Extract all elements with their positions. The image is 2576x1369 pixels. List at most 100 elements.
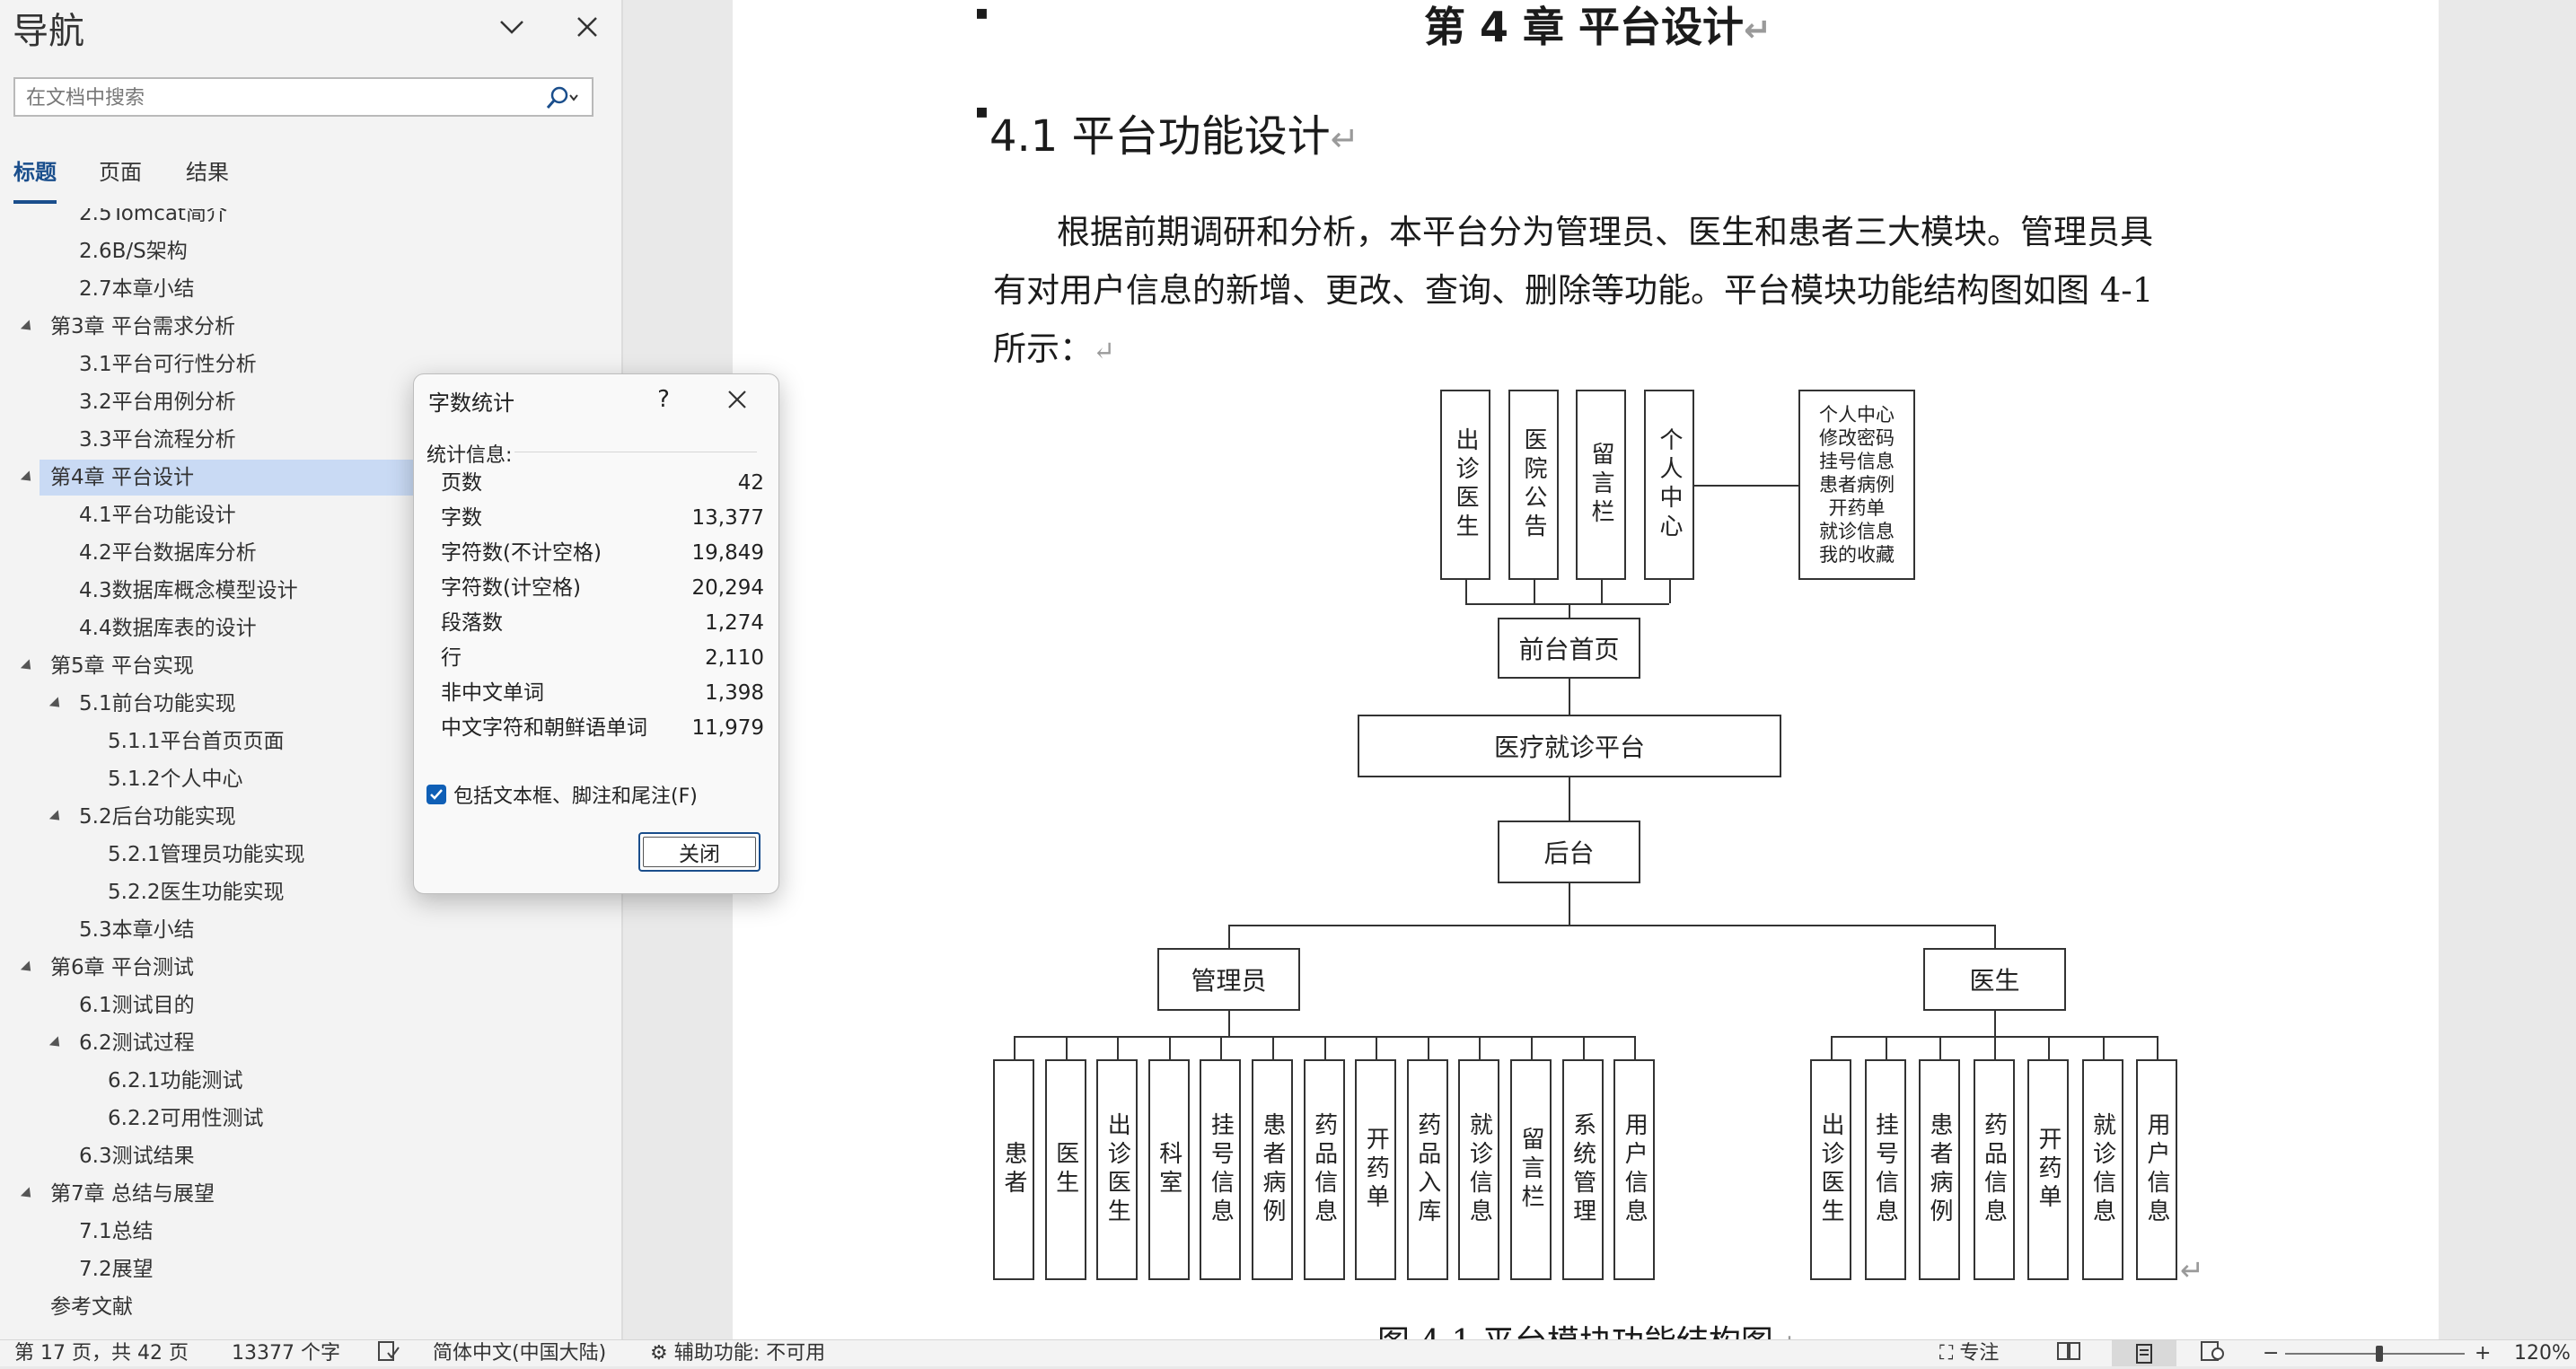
connector-line [1220,1036,1223,1059]
include-textboxes-checkbox[interactable]: 包括文本框、脚注和尾注(F) [426,777,698,812]
outline-item[interactable]: 4.2平台数据库分析 [79,541,257,565]
outline-item[interactable]: 5.1.1平台首页页面 [108,730,285,753]
document-page[interactable]: ▪ 第 4 章 平台设计↵ ▪ 4.1 平台功能设计↵ 根据前期调研和分析，本平… [733,0,2439,1339]
proofing-icon[interactable] [377,1340,400,1366]
zoom-slider-track[interactable] [2285,1353,2465,1355]
admin-function-box: 患者 [993,1059,1034,1280]
outline-item[interactable]: 5.1前台功能实现 [79,692,236,715]
doctor-box: 医生 [1923,948,2066,1011]
connector-line [1601,580,1603,603]
outline-item[interactable]: 5.2.2医生功能实现 [108,881,285,904]
outline-item[interactable]: 6.2.2可用性测试 [108,1107,264,1130]
connector-line [1168,1036,1171,1059]
read-mode-icon[interactable] [2056,1340,2081,1366]
outline-item[interactable]: 5.3本章小结 [79,918,195,942]
admin-function-box: 药品入库 [1406,1059,1448,1280]
close-button[interactable]: 关闭 [638,832,760,872]
language-indicator[interactable]: 简体中文(中国大陆) [433,1342,607,1365]
nav-options-chevron-icon[interactable] [492,7,532,47]
focus-mode[interactable]: ⛶ 专注 [1939,1342,2000,1365]
outline-item[interactable]: 第5章 平台实现 [50,654,194,678]
outline-item[interactable]: 3.3平台流程分析 [79,428,236,452]
tab-headings[interactable]: 标题 [13,160,57,185]
outline-item[interactable]: 2.7本章小结 [79,277,195,301]
outline-item[interactable]: 第7章 总结与展望 [50,1182,215,1206]
connector-line [1228,925,1230,948]
outline-item[interactable]: 第3章 平台需求分析 [50,315,235,338]
connector-line [1569,883,1570,925]
paragraph-return-mark: ↵ [2180,1253,2204,1287]
outline-item[interactable]: 5.2后台功能实现 [79,805,236,829]
outline-item[interactable]: 5.1.2个人中心 [108,768,243,791]
outline-item[interactable]: 6.2测试过程 [79,1031,195,1055]
search-input[interactable] [24,81,540,115]
stat-value: 20,294 [691,576,764,600]
connector-line [1569,603,1570,618]
outline-item[interactable]: 2.6B/S架构 [79,240,188,263]
outline-item[interactable]: 7.2展望 [79,1258,154,1281]
admin-function-box: 药品信息 [1303,1059,1345,1280]
connector-line [1479,1036,1481,1059]
web-layout-icon[interactable] [2200,1340,2225,1366]
connector-line [1323,1036,1326,1059]
stat-label: 非中文单词 [441,681,544,705]
stat-value: 13,377 [691,506,764,530]
outline-item[interactable]: 5.2.1管理员功能实现 [108,843,305,866]
page-count[interactable]: 第 17 页，共 42 页 [14,1342,189,1365]
connector-line [2048,1036,2050,1059]
tab-pages[interactable]: 页面 [99,160,142,185]
connector-line [1228,1011,1230,1036]
outline-item[interactable]: 2.5Tomcat简介 [79,208,227,225]
stat-value: 11,979 [691,716,764,740]
outline-item[interactable]: 第6章 平台测试 [50,956,194,979]
outline-item[interactable]: 3.2平台用例分析 [79,391,236,414]
stat-row: 字符数(不计空格)19,849 [441,536,764,570]
admin-function-box: 就诊信息 [1458,1059,1500,1280]
nav-close-icon[interactable] [567,7,607,47]
outline-item[interactable]: 3.1平台可行性分析 [79,353,257,376]
zoom-out-button[interactable]: − [2263,1342,2280,1365]
search-icon[interactable] [538,83,586,113]
word-count[interactable]: 13377 个字 [232,1342,340,1365]
connector-line [1669,580,1671,603]
paragraph-line-1: 根据前期调研和分析，本平台分为管理员、医生和患者三大模块。管理员具 [1057,213,2153,251]
connector-line [1534,580,1535,603]
help-button[interactable]: ? [657,386,670,413]
zoom-in-button[interactable]: + [2475,1342,2492,1365]
outline-item[interactable]: 7.1总结 [79,1220,154,1243]
doctor-function-box: 用户信息 [2136,1059,2177,1280]
connector-line [1569,777,1570,821]
personal-center-item: 就诊信息 [1819,521,1895,542]
connector-line [1531,1036,1533,1059]
collapse-triangle-icon[interactable] [20,470,36,486]
stat-value: 1,398 [705,681,764,705]
admin-function-box: 系统管理 [1561,1059,1604,1280]
front-module-box: 个人中心 [1644,390,1694,580]
zoom-slider-thumb[interactable] [2376,1346,2383,1362]
zoom-level[interactable]: 120% [2514,1342,2571,1365]
stat-label: 字符数(计空格) [441,576,581,600]
nav-search-box [13,77,593,117]
outline-item[interactable]: 6.2.1功能测试 [108,1069,243,1093]
dialog-close-icon[interactable] [717,380,757,419]
focus-icon: ⛶ [1939,1342,1954,1365]
outline-item[interactable]: 4.1平台功能设计 [79,504,236,527]
outline-item[interactable]: 6.1测试目的 [79,994,195,1017]
accessibility-status[interactable]: ⚙ 辅助功能: 不可用 [650,1342,826,1365]
outline-item[interactable]: 4.4数据库表的设计 [79,617,257,640]
checkbox-label: 包括文本框、脚注和尾注(F) [453,785,698,808]
front-home-box: 前台首页 [1498,618,1640,679]
accessibility-icon: ⚙ [650,1342,668,1365]
outline-item[interactable]: 6.3测试结果 [79,1145,195,1168]
stat-value: 19,849 [691,541,764,565]
outline-item[interactable]: 第4章 平台设计 [40,460,427,496]
heading-outline: 2.5Tomcat简介 2.6B/S架构 2.7本章小结第3章 平台需求分析 3.1平… [0,208,620,1320]
outline-item[interactable]: 4.3数据库概念模型设计 [79,579,298,602]
admin-function-box: 开药单 [1355,1059,1397,1280]
print-layout-icon[interactable] [2112,1340,2176,1366]
outline-item[interactable]: 参考文献 [50,1295,133,1319]
tab-results[interactable]: 结果 [186,160,229,185]
admin-function-box: 科室 [1147,1059,1190,1280]
